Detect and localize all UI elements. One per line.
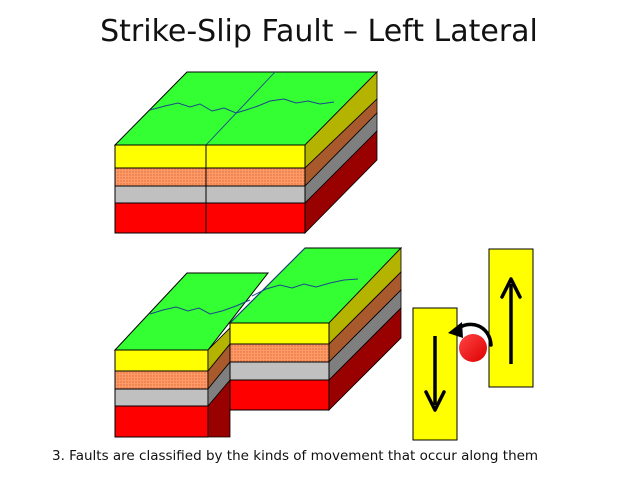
front-layer-yellow	[114, 144, 306, 169]
front-layer-gray	[114, 185, 306, 204]
fault-trace-line	[205, 71, 276, 146]
front-layer-red-right	[229, 379, 330, 411]
slide-caption: 3. Faults are classified by the kinds of…	[52, 448, 539, 464]
front-layer-orange	[114, 167, 306, 187]
curved-rotation-arrow-icon	[448, 322, 493, 347]
front-layer-gray-left	[114, 388, 209, 407]
block-before-fault	[113, 71, 379, 234]
down-arrow-icon	[424, 336, 446, 412]
front-layer-orange-right	[229, 343, 330, 363]
block-after-fault	[113, 247, 403, 438]
front-layer-red-left	[114, 405, 209, 438]
stream-channel-right	[251, 278, 359, 297]
fault-trace-line-right	[229, 247, 306, 324]
rotation-ball	[459, 334, 487, 362]
front-layer-red	[114, 202, 306, 234]
front-layer-gray-right	[229, 361, 330, 381]
slide-title: Strike-Slip Fault – Left Lateral	[100, 14, 538, 49]
front-layer-yellow-left	[114, 349, 209, 372]
stream-channel-left	[149, 299, 251, 315]
stream-channel	[149, 98, 335, 114]
front-layer-yellow-right	[229, 322, 330, 345]
fault-motion-symbol	[412, 248, 534, 441]
front-layer-orange-left	[114, 370, 209, 390]
up-arrow-icon	[500, 277, 522, 364]
